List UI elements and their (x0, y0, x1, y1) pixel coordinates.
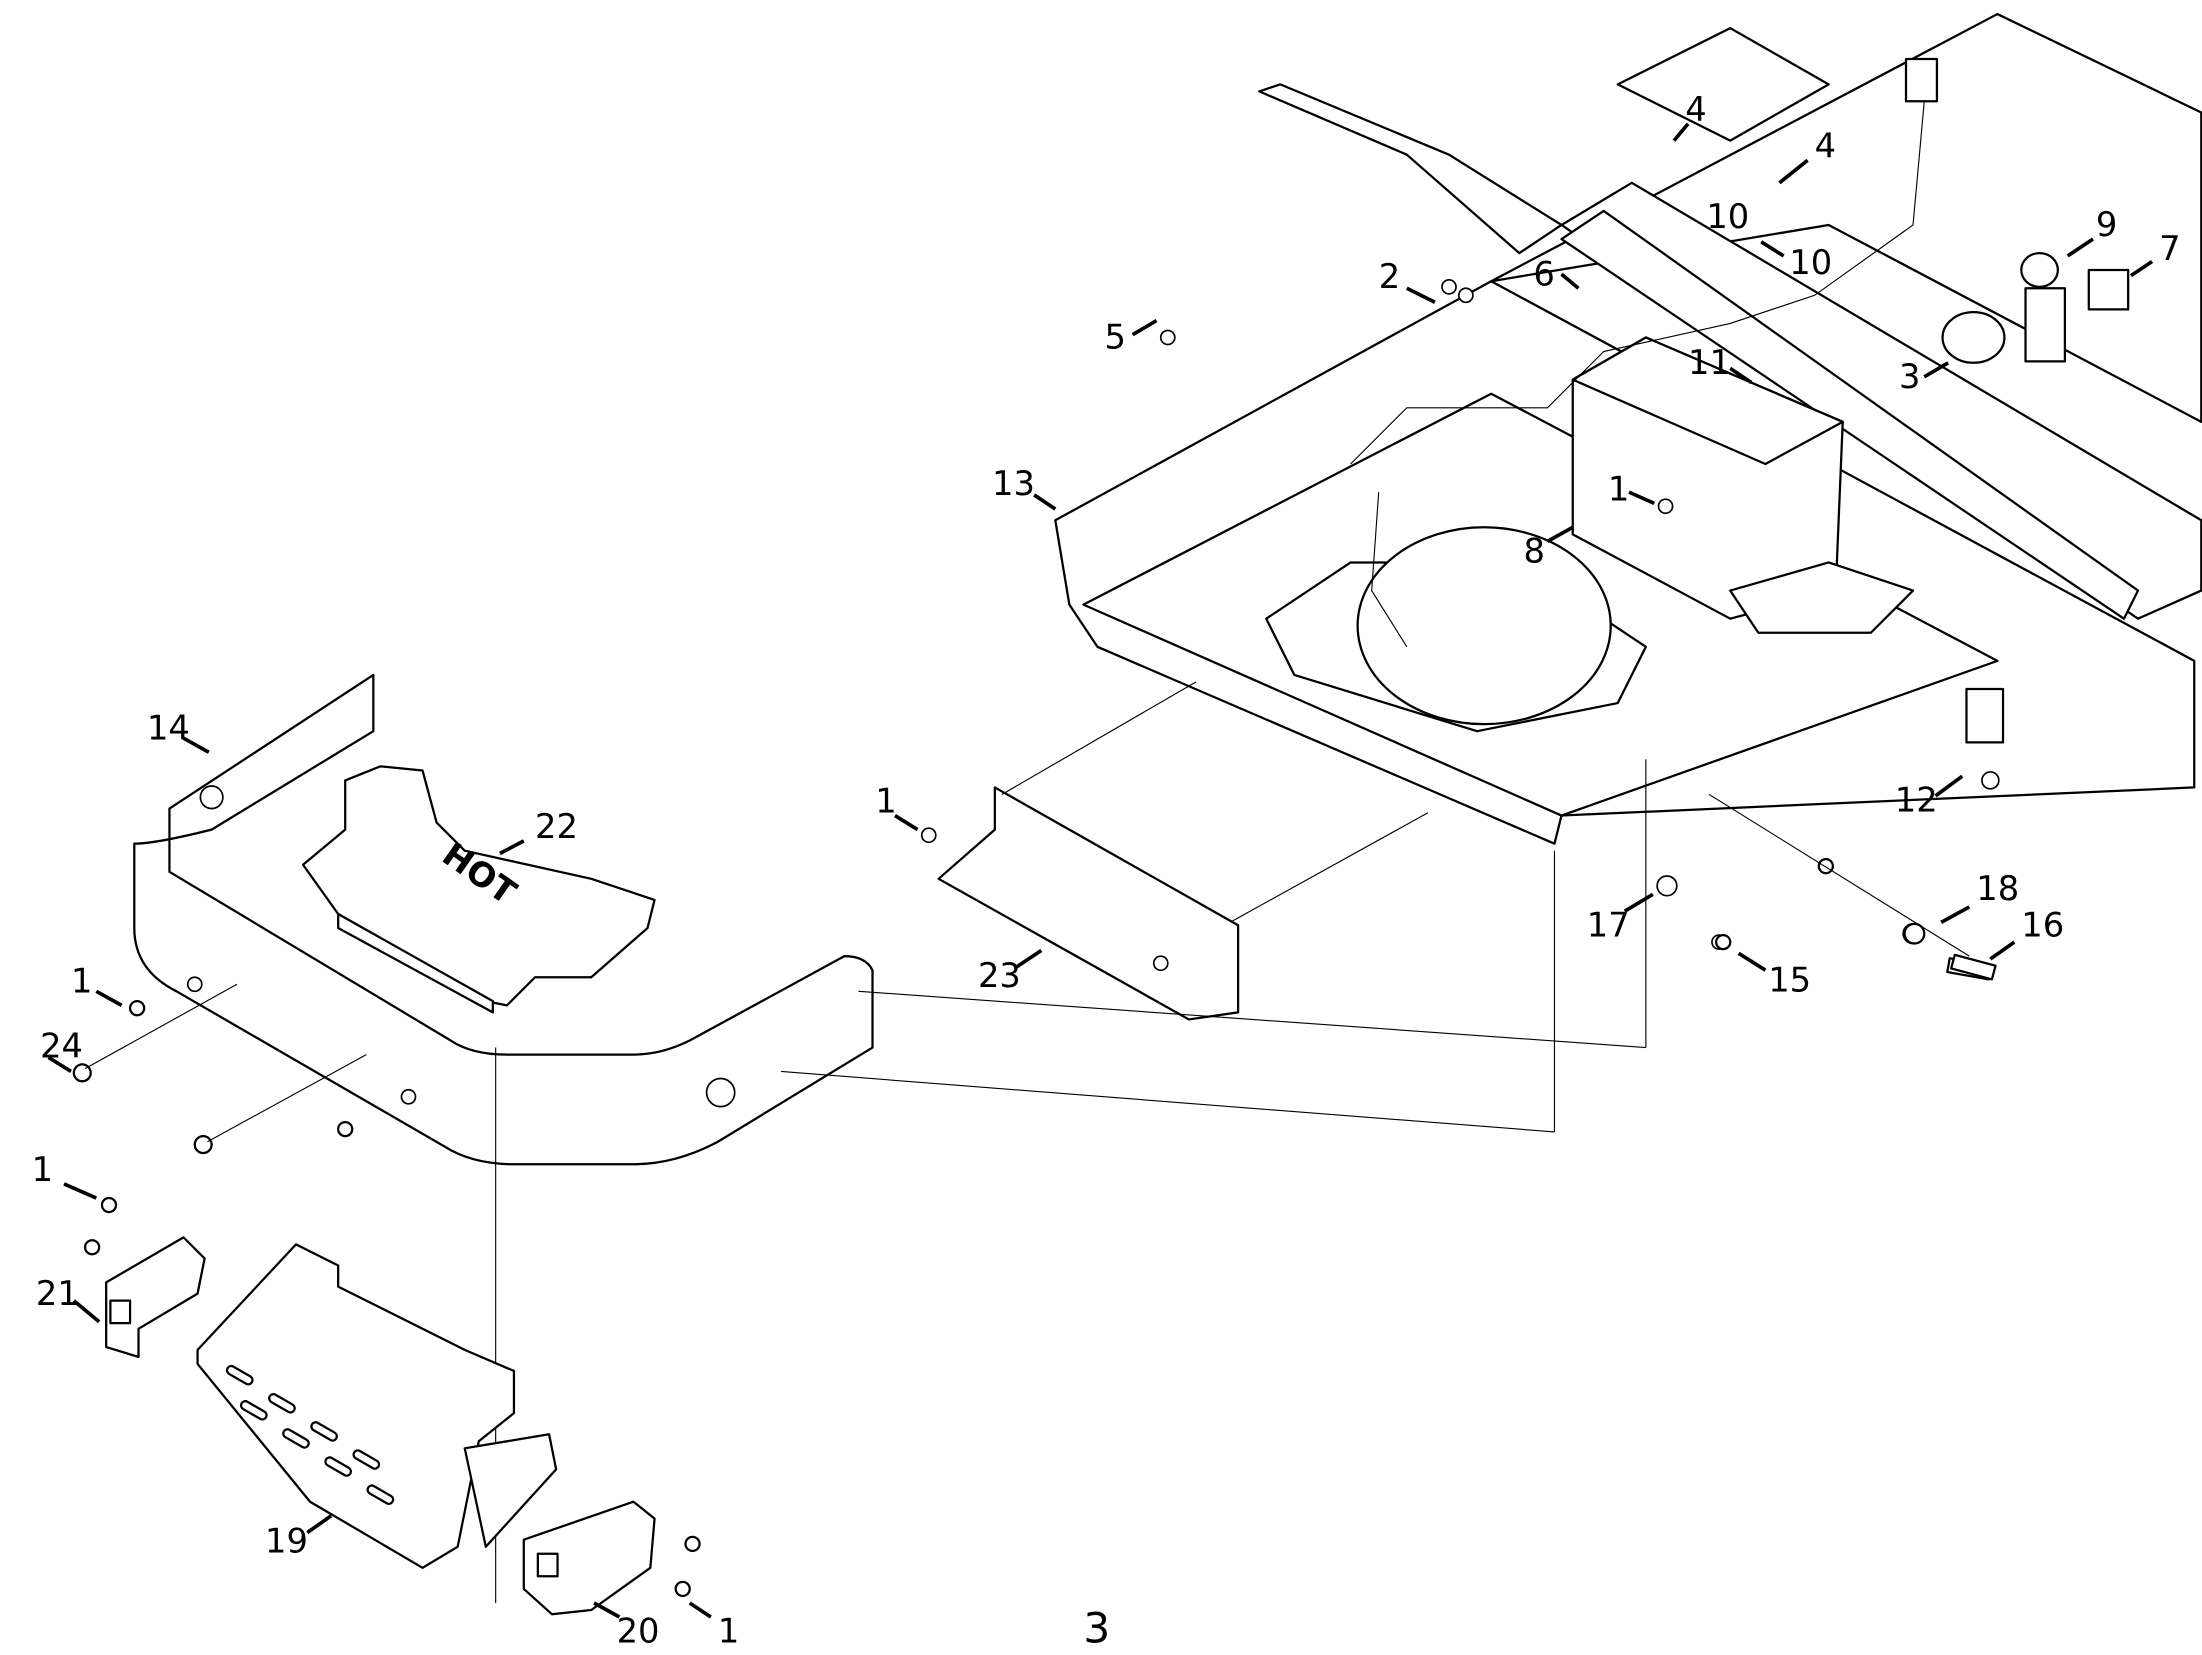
callout-label: 1 (875, 782, 896, 821)
callout-label: 15 (1768, 960, 1811, 999)
page-number: 3 (1083, 1603, 1110, 1652)
callout-3: 3 (1899, 357, 1950, 396)
callout-1-guard: 1 (32, 1150, 98, 1200)
callout-label: 11 (1688, 343, 1731, 382)
callout-label: 20 (617, 1611, 660, 1650)
callout-label: 1 (718, 1611, 739, 1650)
callout-10b: 10 (1760, 240, 1832, 282)
callout-5: 5 (1105, 318, 1158, 357)
callout-1-bracket23: 1 (875, 782, 919, 832)
callout-7: 7 (2129, 229, 2181, 278)
callout-label: 3 (1899, 357, 1920, 396)
callout-label: 2 (1379, 257, 1400, 296)
callout-label: 16 (2021, 905, 2064, 944)
callout-10a: 10 (1706, 197, 1749, 236)
callout-label: 1 (1608, 470, 1629, 509)
callout-19: 19 (265, 1514, 333, 1560)
part-23-bracket (920, 681, 1429, 1021)
callout-1-battery: 1 (1608, 470, 1656, 509)
callout-label: 17 (1587, 905, 1630, 944)
callout-9: 9 (2066, 205, 2117, 258)
guard-slots (225, 1364, 395, 1505)
callout-label: 10 (1706, 197, 1749, 236)
callout-22: 22 (499, 807, 578, 856)
part-19-muffler-guard (196, 1243, 516, 1569)
callout-4b: 4 (1778, 126, 1836, 185)
callout-21: 21 (36, 1274, 101, 1324)
callout-label: 21 (36, 1274, 79, 1313)
part-14-bumper (133, 673, 1647, 1603)
callout-13: 13 (992, 464, 1057, 511)
callout-label: 12 (1895, 780, 1938, 819)
callout-23: 23 (978, 949, 1043, 995)
callout-label: 18 (1976, 869, 2019, 908)
callout-label: 19 (265, 1521, 308, 1560)
callout-4a: 4 (1672, 90, 1707, 142)
callout-label: 10 (1789, 243, 1832, 282)
callout-label: 24 (40, 1026, 83, 1065)
callout-label: 13 (992, 464, 1035, 503)
fasteners (72, 793, 1997, 1598)
callout-label: 4 (1685, 90, 1706, 129)
part-21-bracket (105, 1236, 206, 1359)
callout-12: 12 (1895, 774, 1964, 819)
callout-label: 5 (1105, 318, 1126, 357)
callout-2: 2 (1379, 257, 1436, 304)
callout-15: 15 (1737, 951, 1811, 999)
callout-label: 1 (32, 1150, 53, 1189)
callout-14: 14 (147, 709, 210, 754)
callout-11: 11 (1688, 343, 1753, 384)
callout-label: 14 (147, 709, 190, 748)
callout-17: 17 (1587, 892, 1654, 944)
callout-18: 18 (1940, 869, 2019, 925)
callout-6: 6 (1533, 254, 1580, 293)
callout-label: 23 (978, 956, 1021, 995)
callout-8: 8 (1524, 525, 1574, 570)
callout-1-bumper: 1 (71, 962, 123, 1007)
callout-label: 1 (71, 962, 92, 1001)
callout-24: 24 (40, 1026, 83, 1074)
part-20-bracket (463, 1433, 656, 1616)
callout-label: 6 (1533, 254, 1554, 293)
callout-label: 9 (2096, 205, 2117, 244)
callout-label: 7 (2159, 229, 2180, 268)
frame-chassis (1054, 12, 2202, 981)
callout-16: 16 (1989, 905, 2064, 961)
part-22-heat-shield: HOT (301, 765, 656, 1014)
callout-20: 20 (593, 1601, 660, 1650)
callout-1-bracket20: 1 (688, 1601, 739, 1650)
callout-label: 4 (1815, 126, 1836, 165)
callout-label: 22 (535, 807, 578, 846)
callout-label: 8 (1524, 531, 1545, 570)
